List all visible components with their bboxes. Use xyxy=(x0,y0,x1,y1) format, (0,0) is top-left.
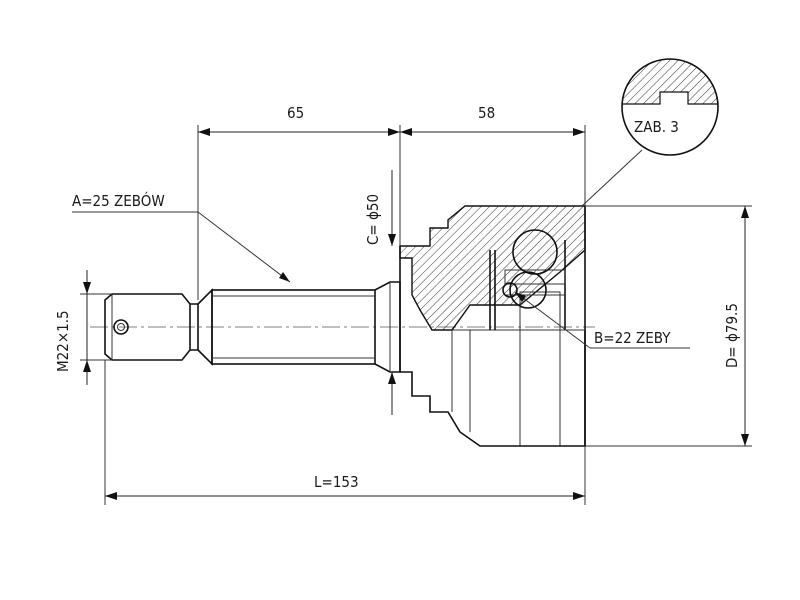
callout-outer-splines: A=25 ZEBÓW xyxy=(72,191,291,283)
dimension-label-l: L=153 xyxy=(314,473,359,491)
dimension-65: 65 xyxy=(197,104,401,300)
joint-body xyxy=(399,205,586,447)
dimension-58: 58 xyxy=(400,104,586,206)
callout-label-inner-splines: B=22 ZEBY xyxy=(594,329,671,347)
inner-race xyxy=(489,229,566,331)
dimension-d: D= ϕ79.5 xyxy=(585,205,752,447)
callout-label-outer-splines: A=25 ZEBÓW xyxy=(72,191,165,210)
detail-view: ZAB. 3 xyxy=(581,58,719,207)
dimension-label-58: 58 xyxy=(478,104,495,122)
snap-ring-icon xyxy=(502,282,518,298)
cotter-pin-hole-icon xyxy=(113,319,129,335)
dimension-label-thread: M22×1.5 xyxy=(54,310,72,372)
callout-inner-splines: B=22 ZEBY xyxy=(514,291,690,349)
dimension-label-c: C= ϕ50 xyxy=(364,194,382,245)
dimension-thread: M22×1.5 xyxy=(54,270,112,385)
dimension-c: C= ϕ50 xyxy=(364,170,396,415)
dimension-label-d: D= ϕ79.5 xyxy=(723,303,741,368)
detail-label: ZAB. 3 xyxy=(634,118,679,136)
dimension-l: L=153 xyxy=(104,360,586,505)
dimension-label-65: 65 xyxy=(287,104,304,122)
ball-bearing-icon xyxy=(509,271,547,309)
shaft xyxy=(104,281,401,373)
